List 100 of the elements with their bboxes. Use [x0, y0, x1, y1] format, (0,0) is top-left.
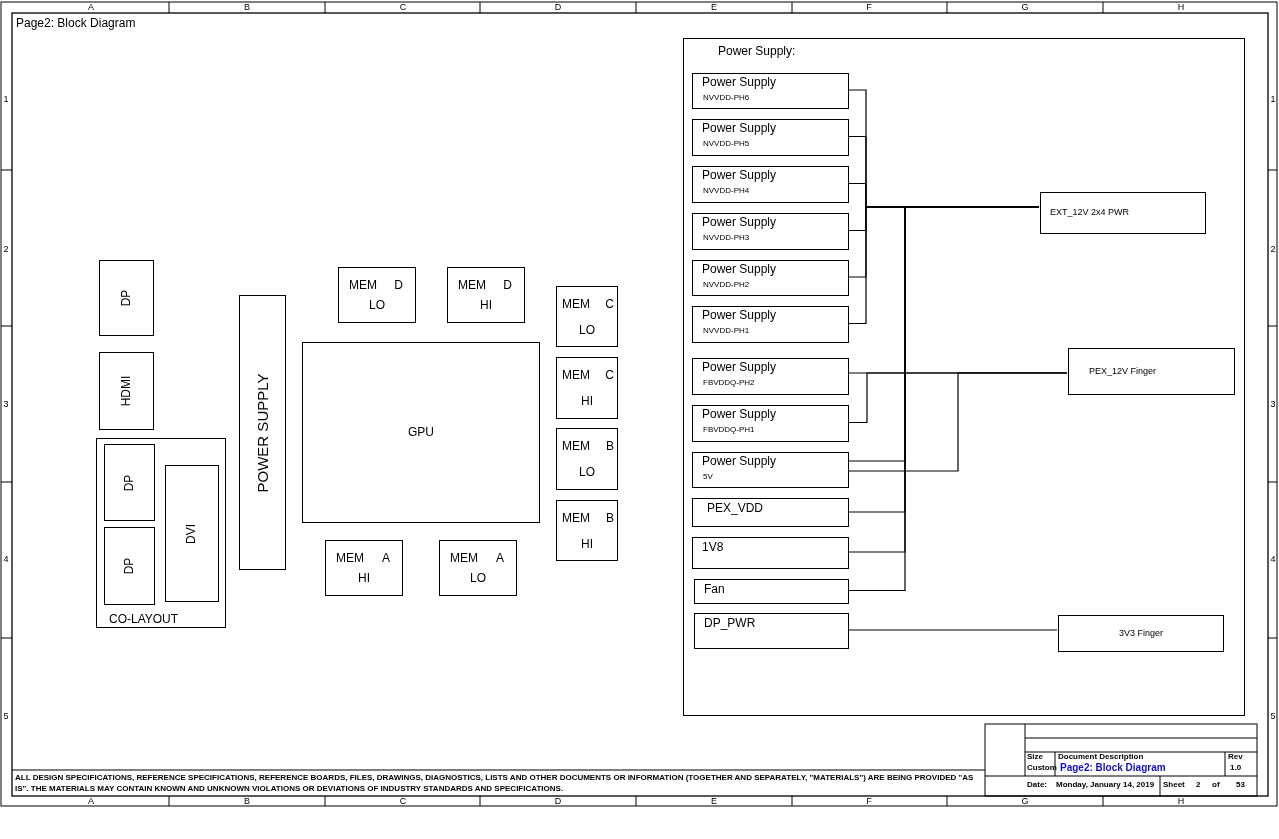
power-supply-block	[692, 405, 849, 442]
block-label: LO	[579, 466, 595, 480]
title-block-text: Size	[1027, 753, 1043, 761]
block-label: GPU	[408, 425, 434, 440]
grid-reference: B	[244, 797, 250, 806]
block	[325, 540, 403, 596]
group-title: CO-LAYOUT	[109, 612, 179, 626]
block-label: LO	[470, 572, 486, 586]
block-label: MEM	[458, 279, 486, 293]
title-block-text: 2	[1196, 781, 1201, 789]
block-label: HDMI	[119, 375, 134, 407]
grid-reference: 5	[3, 712, 9, 721]
grid-reference: E	[711, 797, 717, 806]
grid-reference: H	[1177, 3, 1185, 12]
block	[338, 267, 416, 323]
block	[556, 500, 618, 561]
block-label: EXT_12V 2x4 PWR	[1050, 208, 1130, 218]
block	[694, 579, 849, 604]
block	[1040, 192, 1206, 234]
title-block-text: 53	[1236, 781, 1245, 789]
connector-line	[847, 372, 1068, 472]
block-title: Power Supply	[702, 361, 777, 375]
connector-line	[847, 629, 1058, 631]
grid-reference: 1	[1270, 95, 1276, 104]
grid-reference: 1	[3, 95, 9, 104]
block	[556, 286, 618, 347]
group-box	[96, 438, 226, 628]
block-label: DP	[119, 289, 134, 307]
grid-reference: A	[88, 3, 94, 12]
grid-reference: A	[88, 797, 94, 806]
block-subtitle: NVVDD-PH6	[703, 94, 750, 103]
block	[439, 540, 517, 596]
block-label: LO	[369, 299, 385, 313]
block-label: HI	[581, 538, 593, 552]
block-label: 1V8	[702, 541, 724, 555]
grid-reference: 4	[3, 555, 9, 564]
power-supply-block	[692, 119, 849, 156]
title-block-text: Custom	[1027, 764, 1057, 772]
title-block-text: Document Description	[1058, 753, 1144, 761]
block-subtitle: NVVDD-PH5	[703, 140, 750, 149]
power-supply-block	[692, 213, 849, 250]
block-subtitle: NVVDD-PH2	[703, 281, 750, 290]
title-block-text: of	[1212, 781, 1220, 789]
title-block-text: Monday, January 14, 2019	[1056, 781, 1155, 789]
title-block-text: Date:	[1027, 781, 1047, 789]
block-label: DVI	[185, 523, 199, 544]
block-subtitle: NVVDD-PH4	[703, 187, 750, 196]
block-subtitle: NVVDD-PH3	[703, 234, 750, 243]
block-label: HI	[480, 299, 492, 313]
block-label: DP	[122, 474, 137, 491]
disclaimer-text: ALL DESIGN SPECIFICATIONS, REFERENCE SPECIFICATIONS, REFERENCE BOARDS, FILES, DRAWINGS, DIAGNOSTICS, LISTS AND OTHER DOCUMENTS OR INFORMATION (TOGETHER AND SEPARATELY, "MATERIALS") ARE BEING PROVIDED "AS IS". THE MATERIALS MAY CONTAIN KNOWN AND UNKNOWN VIOLATIONS OR DEVIATIONS OF INDUSTRY STANDARDS AND SPECIFICATIONS.	[15, 773, 975, 795]
block-label: B	[606, 512, 614, 526]
block-label: LO	[579, 324, 595, 338]
grid-reference: 4	[1270, 555, 1276, 564]
block	[556, 357, 618, 419]
title-block-text: Sheet	[1163, 781, 1185, 789]
grid-reference: B	[244, 3, 250, 12]
block-label: D	[394, 279, 403, 293]
block-title: Power Supply	[702, 169, 777, 183]
block-label: A	[496, 552, 504, 566]
block	[104, 527, 155, 605]
grid-reference: 5	[1270, 712, 1276, 721]
block	[302, 342, 540, 523]
block-label: PEX_12V Finger	[1089, 366, 1157, 377]
block-label: MEM	[562, 512, 590, 526]
grid-reference: 3	[3, 400, 9, 409]
grid-reference: D	[554, 797, 562, 806]
grid-reference: C	[399, 3, 407, 12]
grid-reference: E	[711, 3, 717, 12]
block-title: Power Supply	[702, 408, 777, 422]
power-supply-block	[692, 306, 849, 343]
block-subtitle: FBVDDQ-PH2	[703, 379, 755, 388]
grid-reference: F	[866, 3, 872, 12]
block-title: Power Supply	[702, 122, 777, 136]
block	[239, 295, 286, 570]
panel	[683, 38, 1245, 716]
page-title: Page2: Block Diagram	[16, 17, 136, 29]
power-supply-block	[692, 358, 849, 395]
block-label: PEX_VDD	[707, 502, 764, 516]
title-block-text: 1.0	[1230, 764, 1242, 772]
block-subtitle: 5V	[703, 473, 713, 482]
block	[694, 613, 849, 649]
block-label: MEM	[562, 298, 590, 312]
title-block-text: Page2: Block Diagram	[1060, 763, 1166, 773]
block-subtitle: NVVDD-PH1	[703, 327, 750, 336]
block	[692, 537, 849, 569]
power-supply-block	[692, 260, 849, 296]
block-label: DP_PWR	[704, 617, 756, 631]
block-title: Power Supply	[702, 76, 777, 90]
grid-reference: H	[1177, 797, 1185, 806]
grid-reference: 3	[1270, 400, 1276, 409]
block-label: MEM	[450, 552, 478, 566]
panel-title: Power Supply:	[718, 45, 796, 59]
block-subtitle: FBVDDQ-PH1	[703, 426, 755, 435]
grid-reference: G	[1021, 797, 1029, 806]
grid-reference: C	[399, 797, 407, 806]
grid-reference: F	[866, 797, 872, 806]
block-label: B	[606, 440, 614, 454]
block	[447, 267, 525, 323]
block-label: MEM	[349, 279, 377, 293]
